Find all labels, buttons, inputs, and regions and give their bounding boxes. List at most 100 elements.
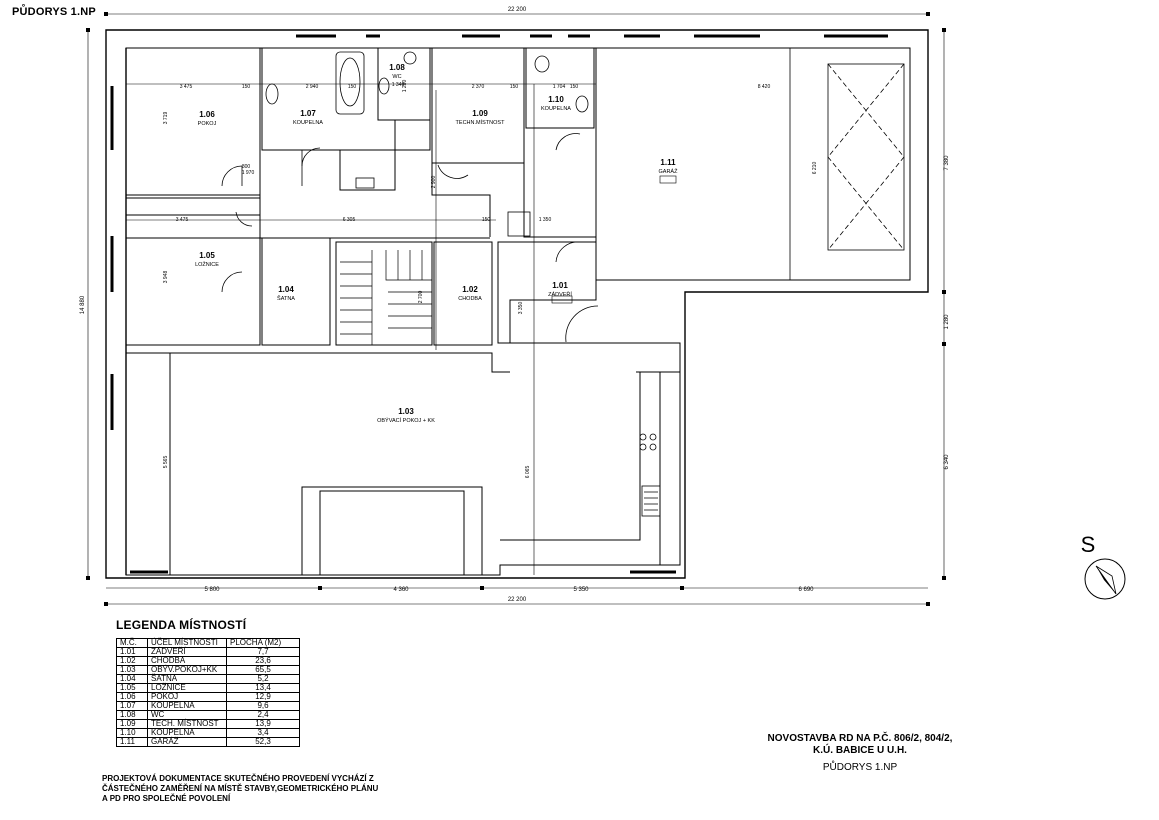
room-number: 1.04 xyxy=(278,285,294,294)
title-block: NOVOSTAVBA RD NA P.Č. 806/2, 804/2, K.Ú.… xyxy=(740,733,980,773)
room-name: KOUPELNA xyxy=(293,120,323,126)
dim-top: 22 200 xyxy=(508,7,527,13)
dim-inner: 3 350 xyxy=(518,302,524,315)
dim-bottom-segment: 5 800 xyxy=(204,587,220,593)
dim-inner: 5 565 xyxy=(163,456,169,469)
legend-header-row: M.Č. ÚČEL MÍSTNOSTI PLOCHA (M2) xyxy=(116,638,300,648)
dim-inner: 6 305 xyxy=(343,217,356,223)
room-number: 1.08 xyxy=(389,63,405,72)
dim-inner: 3 475 xyxy=(176,217,189,223)
area-tags xyxy=(551,175,677,304)
room-name: LOŽNICE xyxy=(195,260,219,268)
dim-inner: 2 900 xyxy=(431,176,437,189)
fixtures xyxy=(265,51,589,237)
dim-right: 6 340 xyxy=(944,454,950,470)
room-name: OBÝVACÍ POKOJ + KK xyxy=(377,417,435,424)
legend-room-purpose: GARÁŽ xyxy=(147,737,227,747)
garage-pit xyxy=(789,48,905,280)
legend-title: LEGENDA MÍSTNOSTÍ xyxy=(116,618,247,632)
inner-dimensions: 3 475 150 2 940 150 2 370 150 1 704 150 8 420 3 4… xyxy=(163,80,818,479)
dim-inner: 6 065 xyxy=(525,466,531,479)
room-name: TECHN.MÍSTNOST xyxy=(456,119,506,126)
dim-inner: 2 370 xyxy=(472,84,485,90)
dim-inner: 8 420 xyxy=(758,84,771,90)
dim-bottom-segment: 6 690 xyxy=(798,587,814,593)
interior-walls xyxy=(125,47,911,575)
legend-room-number: 1.11 xyxy=(116,737,148,747)
room-number: 1.05 xyxy=(199,251,215,260)
note-line: A PD PRO SPOLEČNÉ POVOLENÍ xyxy=(102,794,231,803)
room-name: CHODBA xyxy=(458,296,482,302)
dim-inner: 1 280 xyxy=(402,80,408,93)
project-location: K.Ú. BABICE U U.H. xyxy=(813,745,907,756)
legend-room-area: 52,3 xyxy=(226,737,300,747)
dim-inner: 2 700 xyxy=(418,291,424,304)
dim-inner: 1 350 xyxy=(539,217,552,223)
room-number: 1.09 xyxy=(472,109,488,118)
dim-inner: 3 948 xyxy=(163,271,169,284)
dim-inner: 3 475 xyxy=(180,84,193,90)
dim-left: 14 880 xyxy=(80,295,86,314)
room-number: 1.06 xyxy=(199,110,215,119)
north-arrow: S xyxy=(1081,532,1126,600)
dimension-lines xyxy=(87,13,945,605)
room-number: 1.11 xyxy=(660,158,676,167)
documentation-note: PROJEKTOVÁ DOKUMENTACE SKUTEČNÉHO PROVED… xyxy=(102,774,378,804)
north-label: S xyxy=(1081,532,1096,557)
dim-inner: 150 xyxy=(482,217,491,223)
dim-inner: 150 xyxy=(570,84,579,90)
kitchen xyxy=(639,433,661,517)
dim-inner: 150 xyxy=(348,84,357,90)
dim-inner: 150 xyxy=(510,84,519,90)
room-number: 1.10 xyxy=(548,95,564,104)
room-name: WC xyxy=(392,74,401,80)
dim-inner: 1 704 xyxy=(553,84,566,90)
staircase xyxy=(340,250,432,345)
room-name: ZÁDVEŘÍ xyxy=(548,290,572,298)
windows xyxy=(110,34,888,574)
room-name: ŠATNA xyxy=(277,295,295,302)
dim-right: 7 380 xyxy=(944,155,950,171)
dim-inner: 1 970 xyxy=(242,170,255,176)
room-labels: 1.06POKOJ1.07KOUPELNA1.08WC1.09TECHN.MÍS… xyxy=(195,63,678,424)
dimension-ticks xyxy=(86,12,946,606)
room-number: 1.03 xyxy=(398,407,414,416)
dim-bottom: 22 200 xyxy=(508,597,527,603)
project-title: NOVOSTAVBA RD NA P.Č. 806/2, 804/2, xyxy=(767,733,953,744)
floor-plan: 22 200 22 200 14 880 7 380 1 280 6 340 5 8… xyxy=(80,7,1126,606)
doors xyxy=(221,133,599,343)
dim-bottom-segment: 5 350 xyxy=(573,587,589,593)
right-dimensions: 7 380 1 280 6 340 xyxy=(944,155,950,470)
room-name: GARÁŽ xyxy=(659,167,679,175)
walls xyxy=(105,29,929,579)
room-name: KOUPELNA xyxy=(541,106,571,112)
dim-inner: 800 xyxy=(242,164,251,170)
dim-right: 1 280 xyxy=(944,314,950,330)
note-line: PROJEKTOVÁ DOKUMENTACE SKUTEČNÉHO PROVED… xyxy=(102,774,374,783)
dim-inner: 150 xyxy=(242,84,251,90)
room-name: POKOJ xyxy=(198,121,217,127)
drawing-name: PŮDORYS 1.NP xyxy=(822,762,898,773)
room-legend: LEGENDA MÍSTNOSTÍ M.Č. ÚČEL MÍSTNOSTI PL… xyxy=(116,618,300,747)
sheet-title: PŮDORYS 1.NP xyxy=(12,6,96,18)
dim-inner: 1 340 xyxy=(392,82,405,88)
dim-inner: 6 210 xyxy=(812,162,818,175)
note-line: ČÁSTEČNÉHO ZAMĚŘENÍ NA MÍSTĚ STAVBY,GEOM… xyxy=(102,784,379,793)
dim-inner: 2 940 xyxy=(306,84,319,90)
room-number: 1.02 xyxy=(462,285,478,294)
room-number: 1.07 xyxy=(300,109,316,118)
overall-dimensions: 22 200 22 200 14 880 xyxy=(80,7,527,603)
room-number: 1.01 xyxy=(552,281,568,290)
